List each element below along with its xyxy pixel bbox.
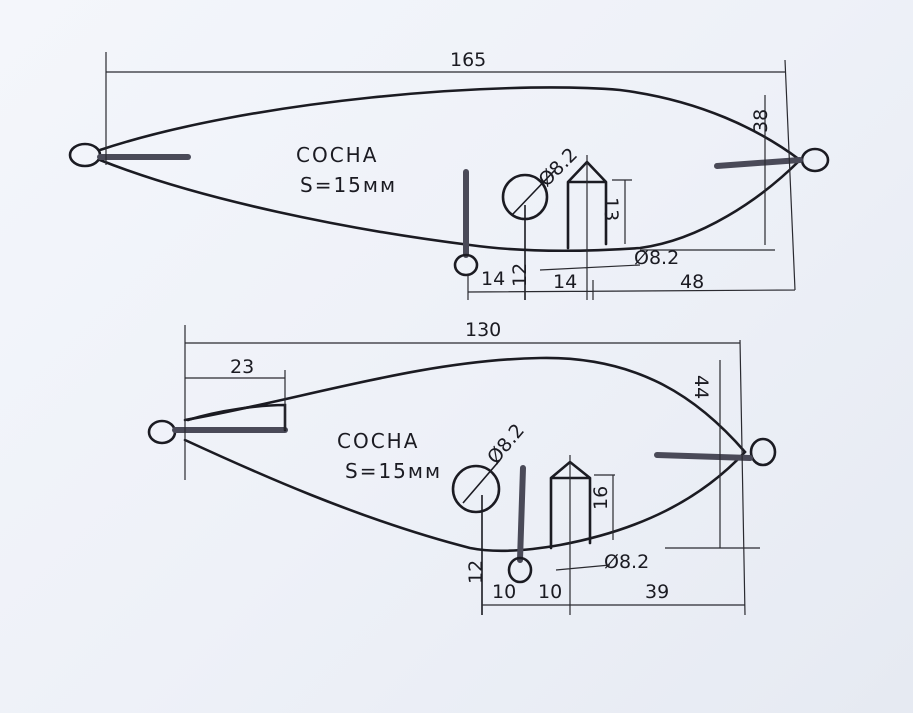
top-dim-b: 12 <box>509 263 531 287</box>
top-front-ring <box>68 142 102 168</box>
bottom-rear-wire <box>654 452 753 461</box>
bottom-rear-ring <box>749 437 777 467</box>
top-lure-body <box>98 86 802 253</box>
top-length-label: 165 <box>450 49 486 71</box>
bottom-dim-c: 10 <box>538 581 562 603</box>
bottom-hook-wire <box>517 465 526 563</box>
top-height-label: 38 <box>750 109 772 133</box>
top-lure: 165 38 COCHA S=15мм Ø8.2 13 Ø8.2 14 12 1… <box>68 49 830 300</box>
bottom-pin-height: 16 <box>590 486 612 510</box>
top-thickness-label: S=15мм <box>300 173 397 197</box>
top-pin-height: 13 <box>600 197 622 221</box>
top-pin-diameter: Ø8.2 <box>634 247 679 269</box>
bottom-dim-a: 12 <box>465 560 487 584</box>
bottom-length-label: 130 <box>465 319 501 341</box>
top-dim-a: 14 <box>481 268 505 290</box>
bottom-wire-length: 23 <box>230 356 254 378</box>
bottom-height-label: 44 <box>690 375 712 399</box>
bottom-dim-b: 10 <box>492 581 516 603</box>
top-hook-ring <box>453 253 479 277</box>
top-rear-wire <box>714 157 803 169</box>
bottom-hole-diameter: Ø8.2 <box>483 420 529 469</box>
bottom-hole-circle <box>451 464 501 514</box>
top-hole-diameter: Ø8.2 <box>534 144 581 191</box>
top-material-label: COCHA <box>296 143 378 167</box>
bottom-pin-diameter: Ø8.2 <box>604 551 649 573</box>
top-dim-d: 48 <box>680 271 704 293</box>
bottom-dim-d: 39 <box>645 581 669 603</box>
bottom-lure: 130 23 44 COCHA S=15мм Ø8.2 16 Ø8.2 12 1… <box>147 319 777 616</box>
top-dim-c: 14 <box>553 271 577 293</box>
bottom-hook-ring <box>507 556 533 584</box>
top-rear-ring <box>800 147 830 173</box>
bottom-thickness-label: S=15мм <box>345 459 442 483</box>
top-pin <box>566 160 608 250</box>
bottom-pin <box>549 460 592 550</box>
bottom-material-label: COCHA <box>337 429 419 453</box>
bottom-front-ring <box>147 419 177 445</box>
bottom-lure-body <box>183 356 747 552</box>
